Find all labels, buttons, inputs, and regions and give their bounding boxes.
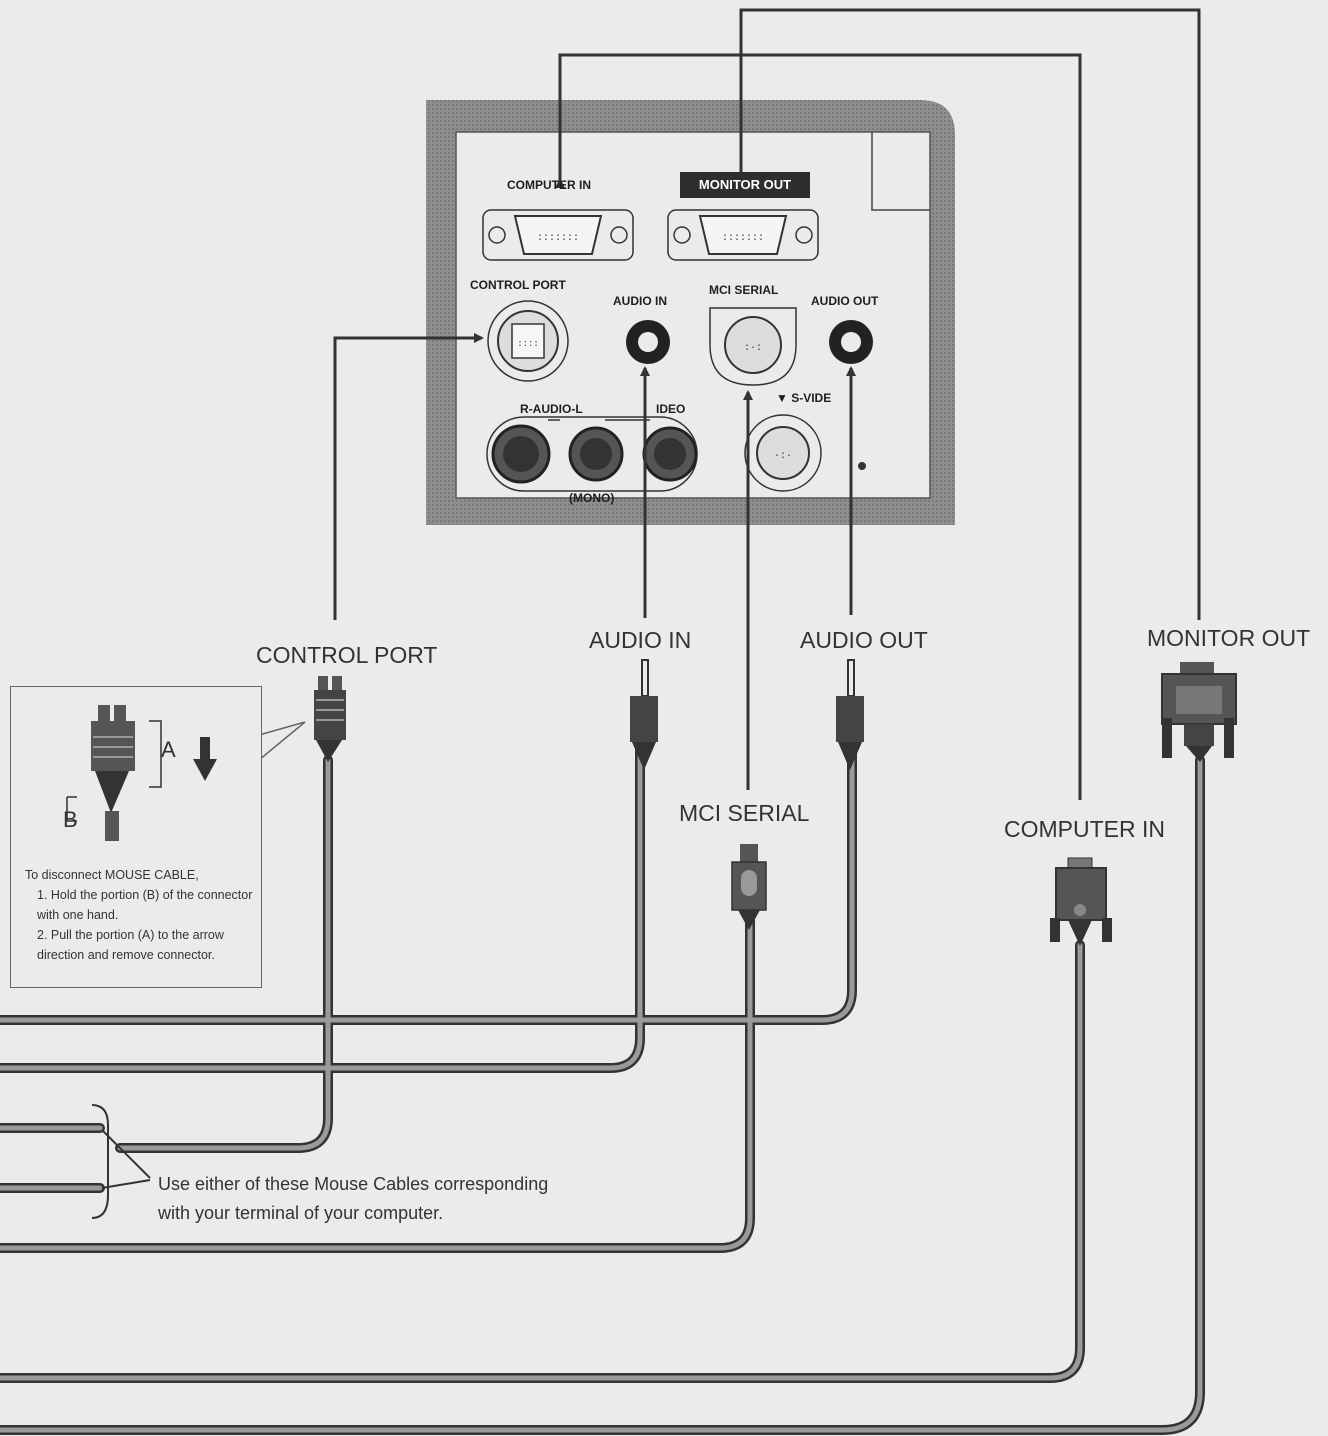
panel-label-video: IDEO bbox=[656, 402, 686, 416]
note-line-1: To disconnect MOUSE CABLE, bbox=[25, 868, 199, 882]
s-video-socket: ·:· bbox=[744, 414, 822, 492]
svg-text::::::::: ::::::: bbox=[722, 233, 764, 244]
note-label-a: A bbox=[161, 737, 176, 762]
note-line-3: 2. Pull the portion (A) to the arrow dir… bbox=[37, 928, 224, 962]
panel-label-computer-in: COMPUTER IN bbox=[507, 178, 591, 192]
monitor-out-arrow bbox=[736, 8, 1201, 620]
svg-text::::::::: ::::::: bbox=[537, 233, 579, 244]
cable-label-monitor-out: MONITOR OUT bbox=[1147, 625, 1311, 651]
cable-label-audio-in: AUDIO IN bbox=[589, 627, 692, 653]
panel-label-control-port: CONTROL PORT bbox=[470, 278, 566, 292]
cable-label-control-port: CONTROL PORT bbox=[256, 642, 438, 668]
panel-label-r-audio-l: R-AUDIO-L bbox=[520, 402, 583, 416]
panel-label-s-video: ▼ S-VIDE bbox=[776, 391, 832, 405]
computer-in-connector bbox=[1050, 857, 1112, 946]
note-pointer bbox=[258, 721, 306, 761]
mouse-connector-illustration bbox=[66, 705, 217, 841]
note-line-2: 1. Hold the portion (B) of the connector… bbox=[37, 888, 253, 922]
audio-out-plug bbox=[836, 659, 864, 770]
cable-label-audio-out: AUDIO OUT bbox=[800, 627, 928, 653]
control-port-connector bbox=[314, 676, 346, 762]
svg-text:::::: :::: bbox=[517, 339, 539, 349]
mci-serial-socket: :·: bbox=[709, 307, 797, 386]
panel-label-mci-serial: MCI SERIAL bbox=[709, 283, 779, 297]
disconnect-note-box: A B To disconnect MOUSE CABLE, 1. Hold t… bbox=[10, 686, 262, 988]
svg-text:·:·: ·:· bbox=[774, 451, 792, 462]
computer-in-arrow bbox=[555, 53, 1082, 800]
cable-label-mci-serial: MCI SERIAL bbox=[679, 800, 810, 826]
audio-out-jack bbox=[829, 320, 873, 364]
monitor-out-connector bbox=[1161, 662, 1237, 762]
audio-in-plug bbox=[630, 659, 658, 770]
rca-jacks bbox=[486, 416, 698, 492]
cables bbox=[0, 740, 1205, 1435]
mouse-cable-note-line-2: with your terminal of your computer. bbox=[158, 1203, 444, 1223]
note-label-b: B bbox=[63, 807, 78, 832]
monitor-out-port: ::::::: bbox=[667, 209, 819, 261]
mci-serial-connector bbox=[731, 844, 767, 930]
computer-in-port: ::::::: bbox=[482, 209, 634, 261]
panel-label-mono: (MONO) bbox=[569, 491, 615, 505]
screw-hole bbox=[858, 462, 866, 470]
arrow-lines bbox=[333, 8, 1201, 800]
mouse-cable-note-line-1: Use either of these Mouse Cables corresp… bbox=[158, 1174, 549, 1194]
mouse-cable-bracket bbox=[91, 1104, 151, 1219]
control-port-socket: :::: bbox=[487, 300, 569, 382]
svg-text::·:: :·: bbox=[744, 343, 762, 354]
panel-label-audio-in: AUDIO IN bbox=[613, 294, 667, 308]
mouse-cable-note: Use either of these Mouse Cables corresp… bbox=[158, 1170, 548, 1228]
control-port-arrow bbox=[333, 333, 484, 620]
panel-label-monitor-out: MONITOR OUT bbox=[680, 172, 810, 198]
audio-in-jack bbox=[626, 320, 670, 364]
cable-label-computer-in: COMPUTER IN bbox=[1004, 816, 1165, 842]
panel-label-audio-out: AUDIO OUT bbox=[811, 294, 879, 308]
note-text: To disconnect MOUSE CABLE, 1. Hold the p… bbox=[25, 865, 253, 965]
